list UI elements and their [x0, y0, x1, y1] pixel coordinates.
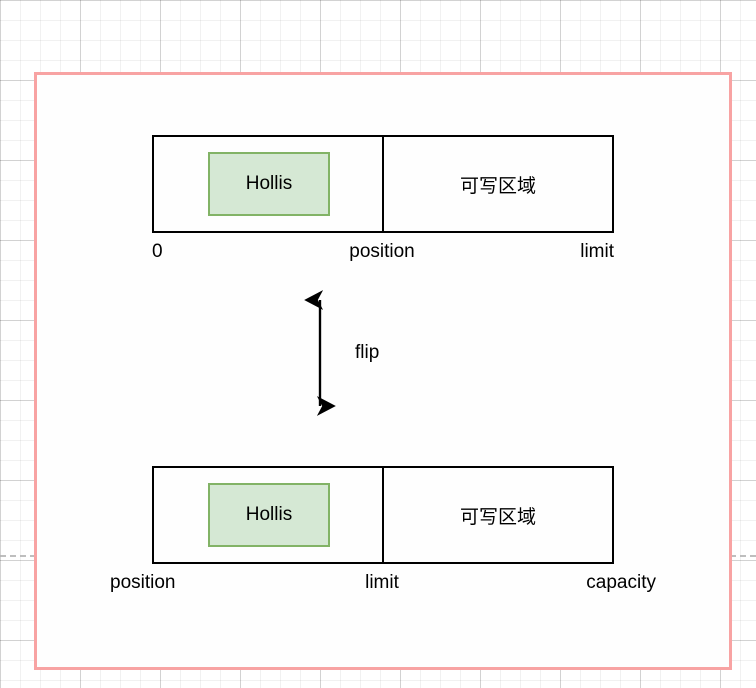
flip-label: flip — [355, 342, 380, 363]
buffer-top-tick-limit: limit — [580, 241, 614, 262]
buffer-bottom-writable-label: 可写区域 — [459, 506, 536, 528]
buffer-top-tick-start: 0 — [152, 241, 163, 262]
buffer-bottom-box: Hollis 可写区域 — [152, 466, 614, 564]
buffer-top-tick-row: 0 position limit — [152, 241, 614, 267]
buffer-bottom-tick-capacity: capacity — [586, 572, 656, 593]
buffer-top-data-chip[interactable]: Hollis — [208, 152, 330, 216]
buffer-top[interactable]: Hollis 可写区域 0 position limit — [152, 135, 614, 262]
buffer-bottom-data-chip[interactable]: Hollis — [208, 483, 330, 547]
buffer-bottom[interactable]: Hollis 可写区域 position limit capacity — [110, 466, 656, 593]
flip-arrow-icon[interactable] — [300, 288, 344, 418]
buffer-top-tick-position: position — [349, 241, 415, 262]
buffer-bottom-tick-row: position limit capacity — [110, 572, 656, 598]
buffer-bottom-data-label: Hollis — [245, 504, 293, 525]
buffer-top-box: Hollis 可写区域 — [152, 135, 614, 233]
page-break-guide-right — [730, 555, 756, 557]
buffer-bottom-tick-position: position — [110, 572, 176, 593]
buffer-top-writable-label: 可写区域 — [459, 175, 536, 197]
buffer-bottom-tick-limit: limit — [365, 572, 399, 593]
page-break-guide-left — [0, 555, 36, 557]
buffer-top-data-label: Hollis — [245, 173, 293, 194]
buffer-top-writable-cell: 可写区域 — [382, 137, 612, 231]
buffer-bottom-writable-cell: 可写区域 — [382, 468, 612, 562]
buffer-top-data-cell: Hollis — [154, 137, 382, 231]
buffer-bottom-data-cell: Hollis — [154, 468, 382, 562]
